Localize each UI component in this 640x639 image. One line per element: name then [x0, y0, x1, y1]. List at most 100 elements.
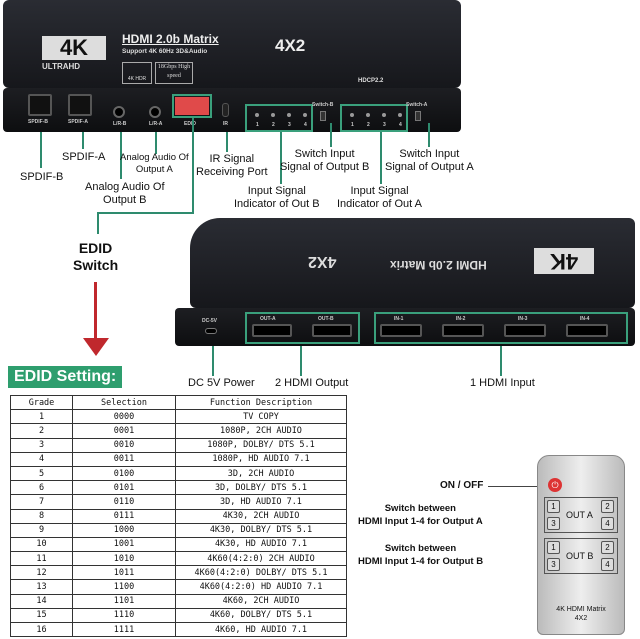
spdif-a-port: [68, 94, 92, 116]
remote-button-a-1[interactable]: 1: [547, 500, 560, 513]
led-number: 2: [367, 122, 370, 128]
input-led: [303, 113, 307, 117]
table-cell: 1080P, HD AUDIO 7.1: [175, 451, 347, 467]
input-led: [366, 113, 370, 117]
remote-group-a: [544, 497, 618, 533]
table-cell: TV COPY: [175, 409, 347, 425]
remote-button-a-3[interactable]: 3: [547, 517, 560, 530]
table-cell: 0000: [72, 409, 176, 425]
table-cell: 1010: [72, 551, 176, 567]
table-cell: 1080P, DOLBY/ DTS 5.1: [175, 437, 347, 453]
edid-setting-banner: EDID Setting:: [8, 366, 123, 388]
out-b-label: OUT-B: [318, 316, 334, 322]
out-a-label: OUT-A: [260, 316, 276, 322]
led-number: 2: [272, 122, 275, 128]
out-b-text: OUT B: [566, 551, 594, 561]
input-led: [382, 113, 386, 117]
table-cell: 4K60(4:2:0) HD AUDIO 7.1: [175, 579, 347, 595]
spdif-b-port: [28, 94, 52, 116]
table-cell: 10: [10, 536, 73, 553]
input-led: [255, 113, 259, 117]
headphone-jack-b: [113, 106, 125, 118]
input-led: [398, 113, 402, 117]
badge-4k-hdr: 4K HDR: [122, 62, 152, 84]
remote-button-a-2[interactable]: 2: [601, 500, 614, 513]
table-cell: 0001: [72, 423, 176, 439]
table-cell: 4K60(4:2:0) 2CH AUDIO: [175, 551, 347, 567]
input-led: [271, 113, 275, 117]
table-cell: 6: [10, 480, 73, 496]
out-a-text: OUT A: [566, 510, 593, 520]
input-label: IN-3: [518, 316, 528, 322]
table-cell: 1110: [72, 607, 176, 624]
input-box: [374, 312, 628, 344]
remote-button-b-2[interactable]: 2: [601, 541, 614, 554]
label-dc-power: DC 5V Power: [188, 377, 255, 389]
table-cell: 4K60(4:2:0) DOLBY/ DTS 5.1: [175, 565, 347, 581]
table-cell: 1: [10, 409, 73, 425]
output-box: [245, 312, 360, 344]
device-model: 4X2: [275, 36, 306, 55]
rear-model: 4X2: [308, 253, 337, 270]
remote-button-b-4[interactable]: 4: [601, 558, 614, 571]
hdmi-out-b: [312, 324, 352, 337]
hdmi-in-4: [566, 324, 608, 337]
edid-dip-switch[interactable]: [175, 97, 209, 115]
dc-port: [205, 328, 217, 334]
logo-4k: 4K: [42, 36, 106, 60]
port-label: IR: [223, 121, 228, 127]
remote-button-b-1[interactable]: 1: [547, 541, 560, 554]
logo-sub: ULTRAHD: [42, 62, 81, 71]
label-hdmi-output: 2 HDMI Output: [275, 377, 349, 389]
led-number: 1: [256, 122, 259, 128]
table-cell: 1011: [72, 565, 176, 581]
led-number: 1: [351, 122, 354, 128]
remote-button-b-3[interactable]: 3: [547, 558, 560, 571]
table-cell: 0110: [72, 494, 176, 510]
badge-18gbps: 18Gbps High speed: [155, 62, 193, 84]
table-cell: 3D, HD AUDIO 7.1: [175, 494, 347, 510]
led-number: 4: [399, 122, 402, 128]
table-cell: 4K30, 2CH AUDIO: [175, 508, 347, 524]
table-cell: 16: [10, 621, 73, 638]
rear-logo: 4K: [534, 248, 594, 274]
table-cell: 4K60, 2CH AUDIO: [175, 593, 347, 609]
port-label: L/R-B: [113, 121, 127, 127]
table-cell: 4K30, DOLBY/ DTS 5.1: [175, 522, 347, 538]
indicator-a-box: [340, 104, 408, 132]
input-led: [287, 113, 291, 117]
col-grade: Grade: [10, 394, 73, 411]
table-cell: 0100: [72, 465, 176, 482]
headphone-jack-a: [149, 106, 161, 118]
label-on-off: ON / OFF: [440, 480, 484, 491]
table-cell: 1100: [72, 579, 176, 595]
remote-group-b: [544, 538, 618, 574]
table-cell: 2: [10, 423, 73, 439]
dc-label: DC-5V: [202, 318, 218, 324]
hdmi-out-a: [252, 324, 292, 337]
switch-a-button[interactable]: [415, 111, 421, 121]
table-cell: 11: [10, 551, 73, 567]
remote-button-a-4[interactable]: 4: [601, 517, 614, 530]
switch-b-button[interactable]: [320, 111, 326, 121]
table-cell: 3D, DOLBY/ DTS 5.1: [175, 480, 347, 496]
table-cell: 1000: [72, 522, 176, 538]
table-cell: 7: [10, 494, 73, 510]
power-button[interactable]: ⏻: [548, 478, 562, 492]
hdmi-in-2: [442, 324, 484, 337]
table-cell: 4K60, DOLBY/ DTS 5.1: [175, 607, 347, 624]
